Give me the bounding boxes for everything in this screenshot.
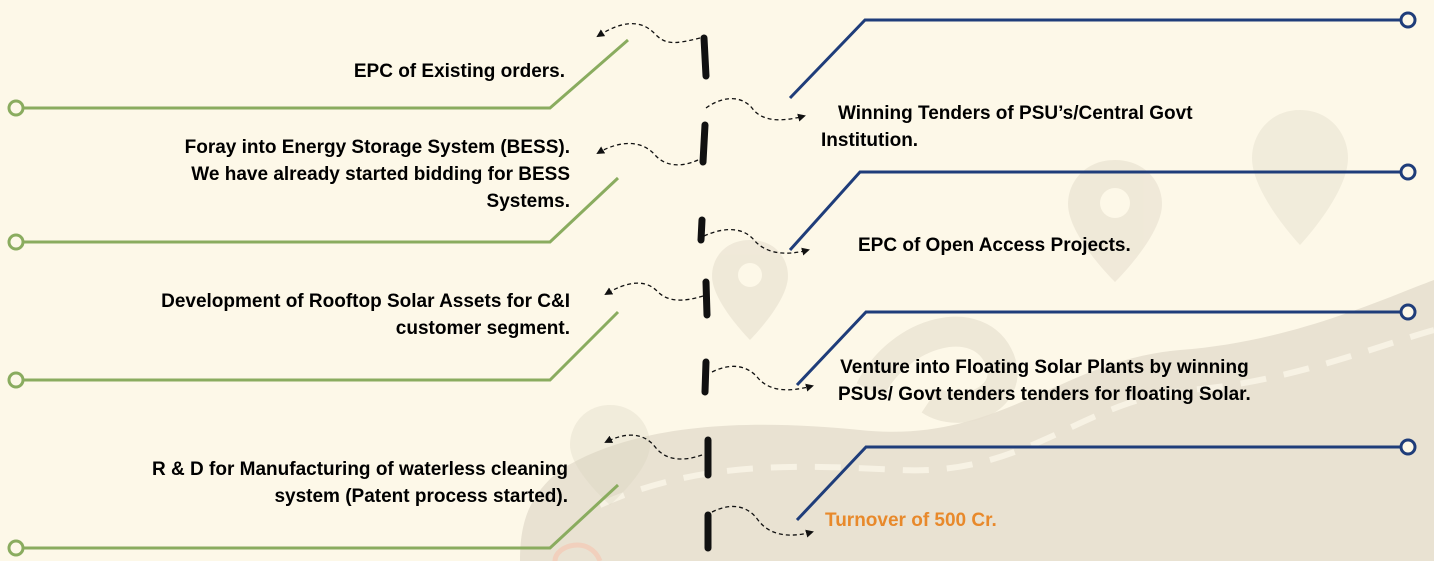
goal-text-line: Institution. [821, 130, 919, 151]
left-connector [7, 310, 620, 389]
goal-text-line: Systems. [486, 191, 570, 212]
center-spine [697, 34, 712, 552]
goal-psu-tenders: Winning Tenders of PSU’s/Central Govt In… [821, 100, 1193, 154]
left-connector [7, 176, 620, 251]
goal-text-line: customer segment. [395, 318, 570, 339]
goal-text-line: We have already started bidding for BESS [191, 164, 570, 185]
road-shape [520, 280, 1434, 561]
curved-dashed-arrow-icon [703, 229, 810, 256]
goal-text-line: Development of Rooftop Solar Assets for … [161, 291, 570, 312]
road-curve [856, 316, 1018, 423]
goal-text-line: Foray into Energy Storage System (BESS). [184, 137, 570, 158]
curved-dashed-arrow-icon [711, 365, 814, 392]
location-pin-icon [1252, 110, 1348, 245]
curved-dashed-arrow-icon [705, 97, 806, 122]
right-connector [788, 163, 1417, 252]
goal-text-line: system (Patent process started). [274, 486, 568, 507]
location-pin-icon [552, 542, 603, 561]
goal-text-line: EPC of Open Access Projects. [858, 235, 1131, 256]
right-connector [795, 303, 1417, 387]
goal-floating-solar: Venture into Floating Solar Plants by wi… [838, 354, 1251, 408]
curved-dashed-arrow-icon [604, 434, 703, 460]
left-connector [7, 483, 620, 557]
goal-text-line: Winning Tenders of PSU’s/Central Govt [838, 103, 1193, 124]
goal-open-access-projects: EPC of Open Access Projects. [858, 232, 1131, 259]
curved-dashed-arrow-icon [596, 22, 701, 44]
left-connector [7, 38, 629, 117]
goal-text-line: R & D for Manufacturing of waterless cle… [152, 459, 568, 480]
goal-text-line: Venture into Floating Solar Plants by wi… [840, 357, 1249, 378]
road-centerline [598, 327, 1434, 508]
curved-dashed-arrow-icon [711, 505, 814, 538]
goal-bess: Foray into Energy Storage System (BESS).… [185, 134, 570, 215]
location-pin-icon [712, 240, 788, 340]
right-connector [788, 11, 1417, 100]
location-pin-icon [1068, 160, 1162, 282]
right-connector [795, 438, 1417, 522]
goal-turnover-target: Turnover of 500 Cr. [825, 507, 997, 534]
goal-text-line: EPC of Existing orders. [353, 61, 565, 82]
curved-dashed-arrow-icon [596, 142, 699, 166]
goal-text-line: Turnover of 500 Cr. [825, 510, 997, 531]
goal-text-line: PSUs/ Govt tenders tenders for floating … [838, 384, 1251, 405]
goal-epc-existing-orders: EPC of Existing orders. [354, 58, 565, 85]
curved-dashed-arrow-icon [604, 282, 704, 301]
goal-rnd-waterless-cleaning: R & D for Manufacturing of waterless cle… [152, 456, 568, 510]
location-pin-icon [570, 405, 650, 505]
goal-rooftop-solar: Development of Rooftop Solar Assets for … [161, 288, 570, 342]
